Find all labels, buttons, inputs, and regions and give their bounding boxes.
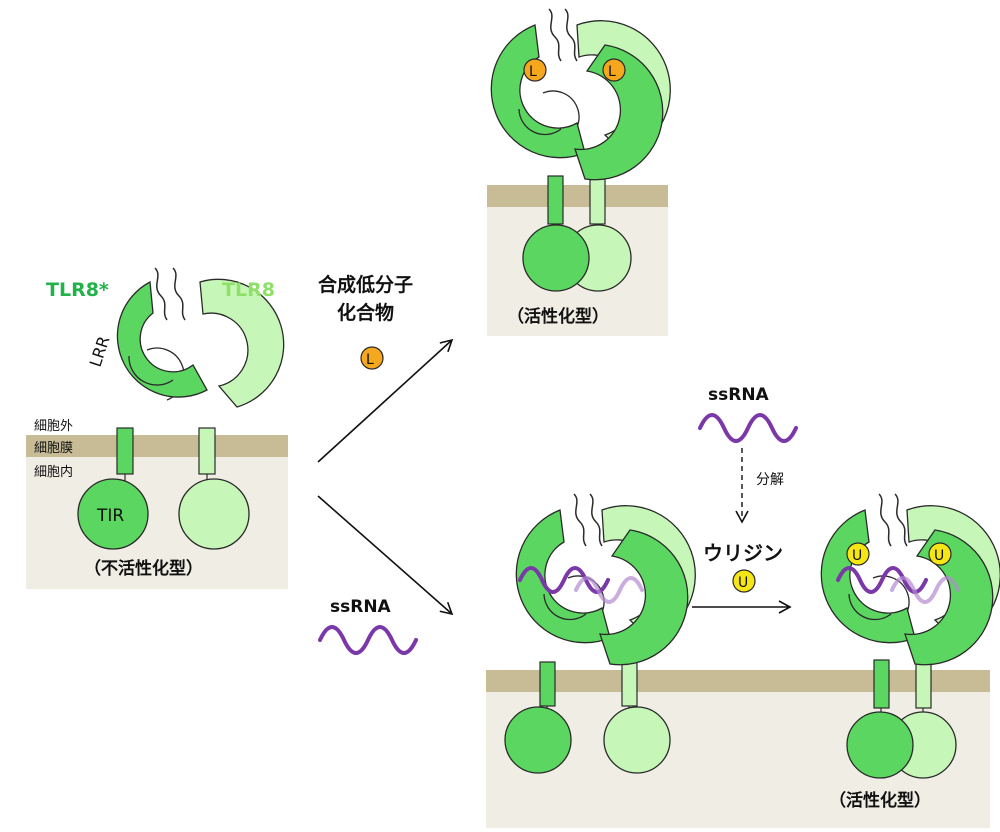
membrane-left [26,435,288,457]
tir-domain-dark-mid [504,706,572,774]
membrane-top-right [487,185,668,207]
tir-domain-dark-left [77,478,149,550]
tir-label: TIR [96,506,124,526]
membrane-bottom-right [486,670,990,692]
arrow-to-ssrna-complex [317,495,454,616]
tir-domain-light-left [178,478,250,550]
ssrna-bound-mid-faded-icon [574,576,644,604]
tm-helix-dark-top [547,175,564,225]
ssrna-label-left: ssRNA [330,597,392,617]
left-panel: TLR8* TLR8 LRR 細胞外 細胞膜 細胞内 TIR （不活性化型） [26,267,288,589]
synthetic-compound-label-line1: 合成低分子 [318,273,413,296]
active-state-label-bottom: （活性化型） [829,790,931,811]
pathway-arrows [317,338,454,616]
ligand-l-icon [360,346,384,370]
top-right-panel: L L （活性化型） [487,8,672,336]
ssrna-bound-right-icon [836,566,928,594]
ssrna-wave-top-icon [698,413,798,443]
small-molecule-pathway: 合成低分子 化合物 L [318,273,413,370]
ssrna-label-top: ssRNA [708,385,770,405]
uridine-label: ウリジン [703,541,783,565]
tm-helix-light-top [589,175,606,225]
degradation-label: 分解 [756,472,784,488]
tm-helix-light-right [915,659,932,709]
ligand-l-bound-1-icon [523,58,547,82]
ssrna-degradation: ssRNA 分解 ウリジン U [692,385,798,614]
tm-helix-dark-left [116,427,134,475]
arrow-to-small-molecule-complex [317,338,454,463]
ssrna-wave-left-icon [318,625,418,655]
uridine-u-letter: U [738,575,748,591]
uridine-bound-1-letter: U [852,548,862,564]
extracellular-label: 細胞外 [34,419,73,434]
synthetic-compound-label-line2: 化合物 [337,301,394,324]
ligand-l-bound-1-letter: L [529,64,537,80]
ssrna-bound-mid-icon [518,566,610,594]
tir-domain-dark-top [522,224,590,292]
bottom-right-panel: U U （活性化型） [486,493,1000,828]
ssrna-pathway: ssRNA [318,597,418,655]
uridine-u-icon [732,569,756,593]
ligand-l-bound-2-icon [602,58,626,82]
ligand-l-letter: L [366,352,374,368]
tm-helix-dark-right [873,659,890,709]
uridine-bound-1-icon [846,542,870,566]
tm-helix-dark-mid [539,661,556,707]
inactive-state-label: （不活性化型） [84,558,203,579]
uridine-bound-2-letter: U [934,548,944,564]
tir-domain-light-mid [603,706,671,774]
active-state-label-top: （活性化型） [507,306,609,327]
tm-helix-light-mid [621,661,638,707]
tlr8-star-label: TLR8* [46,279,109,301]
uridine-bound-2-icon [928,542,952,566]
tlr8-dimer-active-bottom [820,493,1000,666]
membrane-label: 細胞膜 [34,441,73,456]
tm-helix-light-left [198,427,216,475]
ssrna-bound-right-faded-icon [890,576,960,604]
tlr8-dimer-active-top [490,8,672,181]
tlr8-label: TLR8 [222,279,275,301]
ligand-l-bound-2-letter: L [608,64,616,80]
tir-domain-dark-right [846,711,914,779]
intracellular-label: 細胞内 [34,464,73,480]
